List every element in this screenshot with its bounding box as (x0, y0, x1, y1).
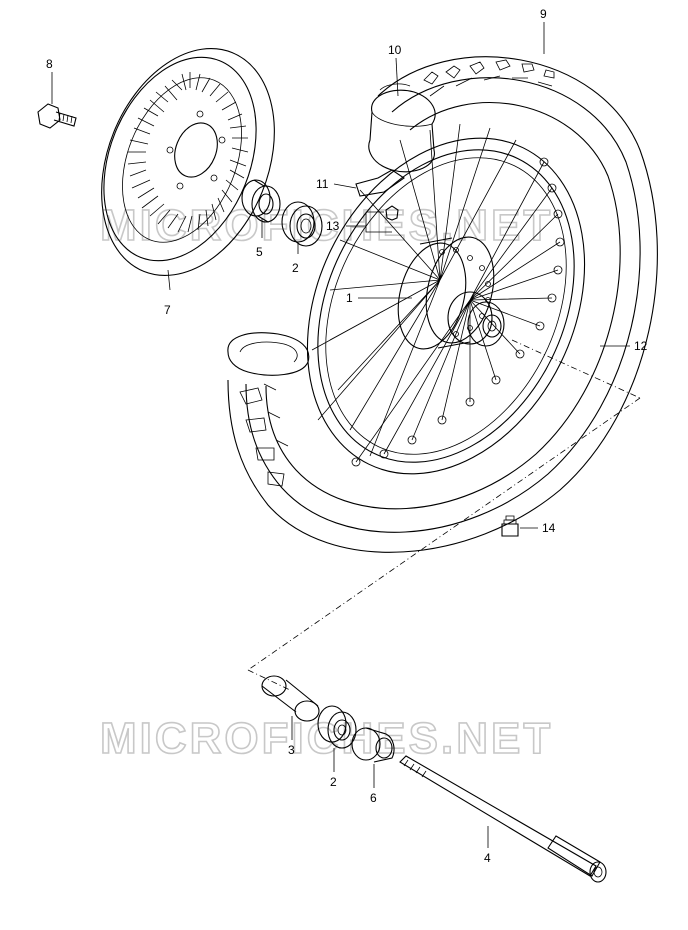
label-2-top: 2 (292, 261, 299, 275)
axle-part-4 (399, 755, 607, 883)
rim (306, 137, 586, 475)
label-10: 10 (388, 43, 402, 57)
collar-part-6 (351, 727, 395, 763)
valve-cap-part-14 (501, 515, 519, 537)
label-13: 13 (326, 219, 340, 233)
label-3: 3 (288, 743, 295, 757)
label-12: 12 (634, 339, 648, 353)
spoke-nipple-part-13 (385, 205, 399, 221)
speedometer-gearbox-part-10 (368, 83, 436, 173)
label-7: 7 (164, 303, 171, 317)
spacer-part-5 (241, 179, 281, 223)
label-1: 1 (346, 291, 353, 305)
watermark-bottom: MICROFICHES.NET (100, 714, 553, 763)
brake-disc (101, 48, 275, 276)
label-8: 8 (46, 57, 53, 71)
label-6: 6 (370, 791, 377, 805)
spokes (311, 123, 561, 463)
wheel-hub (397, 236, 505, 350)
label-4: 4 (484, 851, 491, 865)
watermark-top: MICROFICHES.NET (100, 201, 553, 250)
bearing-part-2-bottom (317, 705, 357, 749)
leader-lines (51, 22, 630, 848)
label-2-bottom: 2 (330, 775, 337, 789)
spacer-part-3 (261, 675, 320, 722)
bolt-part-8 (37, 103, 77, 129)
label-11: 11 (316, 177, 329, 191)
label-5: 5 (256, 245, 263, 259)
tire (227, 56, 658, 553)
label-9: 9 (540, 7, 547, 21)
speedometer-drive-part-11 (355, 169, 405, 197)
label-14: 14 (542, 521, 556, 535)
